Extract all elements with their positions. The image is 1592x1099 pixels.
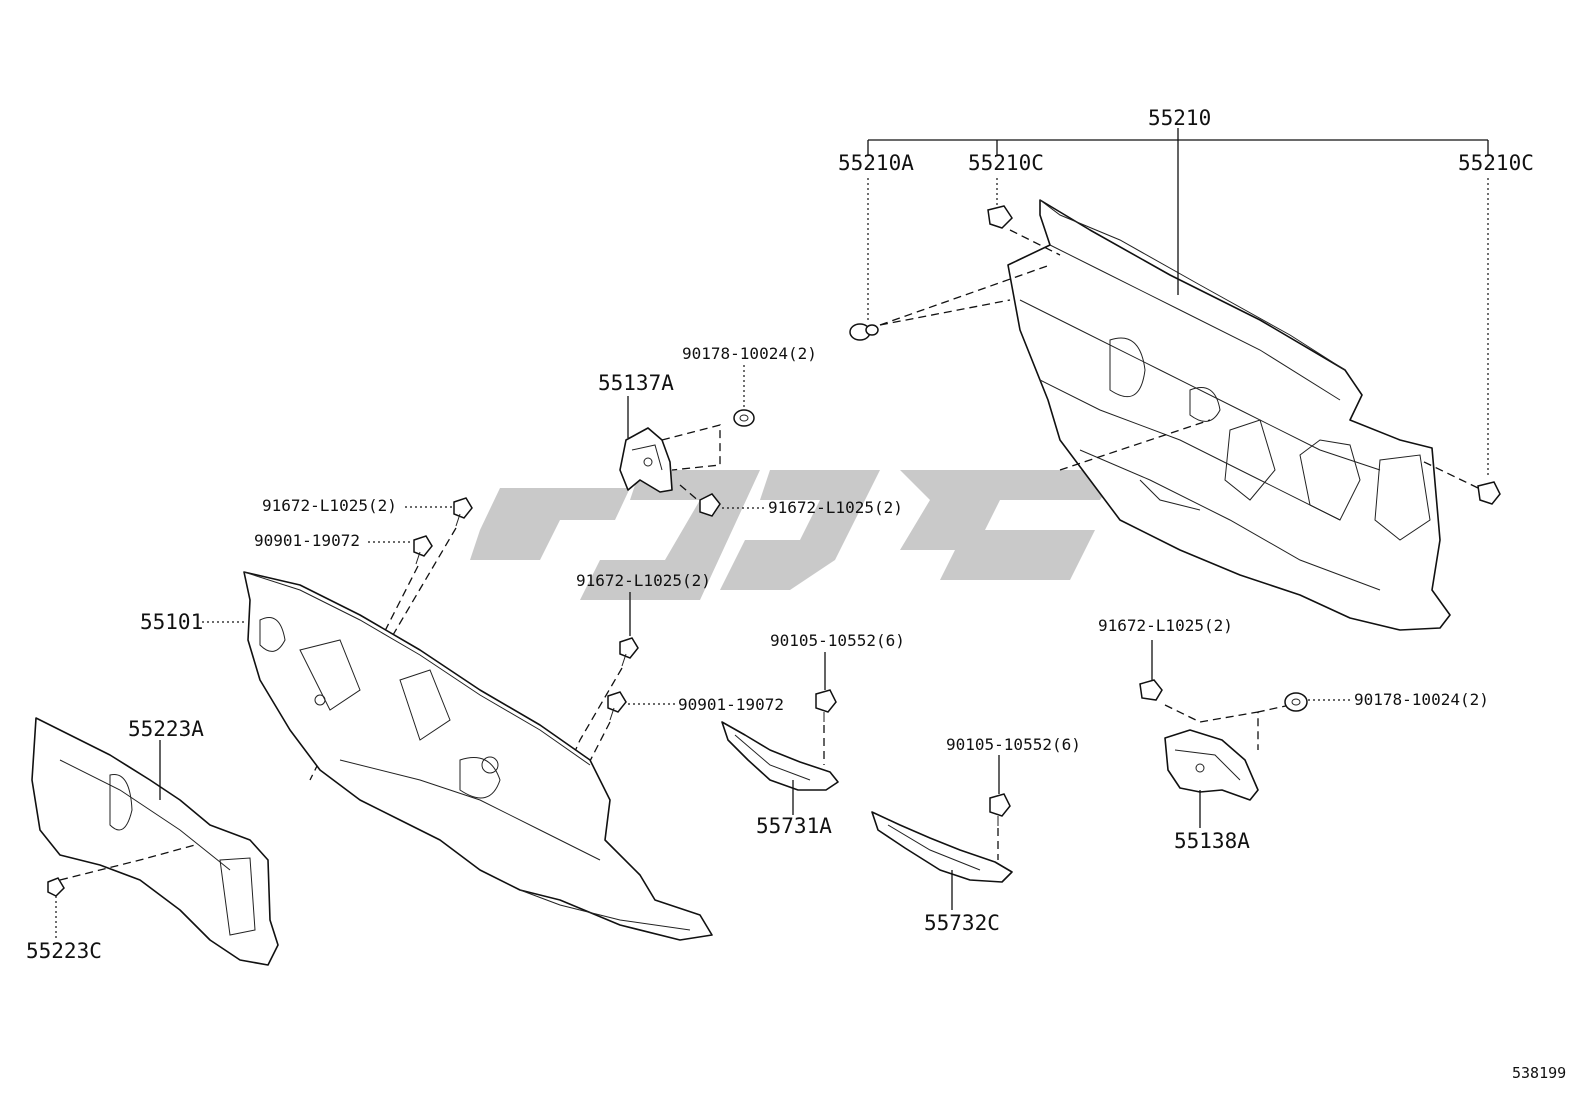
clip-55210C-left-icon bbox=[987, 205, 1013, 229]
label-55138A: 55138A bbox=[1174, 829, 1250, 853]
label-55732C: 55732C bbox=[924, 911, 1000, 935]
bolt-90901-mid-icon bbox=[607, 691, 675, 721]
label-55223A: 55223A bbox=[128, 717, 204, 741]
label-91672-right: 91672-L1025(2) bbox=[1098, 616, 1233, 635]
label-90178-right: 90178-10024(2) bbox=[1354, 690, 1489, 709]
label-55223C: 55223C bbox=[26, 939, 102, 963]
insulator-55223A bbox=[31, 717, 279, 966]
label-91672-left: 91672-L1025(2) bbox=[262, 496, 397, 515]
label-90178-top: 90178-10024(2) bbox=[682, 344, 817, 363]
leaders-55210 bbox=[867, 128, 1489, 489]
bolt-90105-b-icon bbox=[989, 755, 1011, 860]
bracket-55138A bbox=[1164, 704, 1291, 828]
labels: 55210 55210A 55210C 55210C 90178-10024(2… bbox=[26, 106, 1566, 1082]
label-55210A: 55210A bbox=[838, 151, 914, 175]
label-90901-left: 90901-19072 bbox=[254, 531, 360, 550]
label-90901-mid: 90901-19072 bbox=[678, 695, 784, 714]
label-90105-b: 90105-10552(6) bbox=[946, 735, 1081, 754]
label-55210C-left: 55210C bbox=[968, 151, 1044, 175]
label-55210C-right: 55210C bbox=[1458, 151, 1534, 175]
bolt-91672-mid-icon bbox=[619, 592, 639, 667]
label-91672-mid: 91672-L1025(2) bbox=[576, 571, 711, 590]
figure-number: 538199 bbox=[1512, 1064, 1566, 1082]
bolt-90105-a-icon bbox=[815, 652, 837, 765]
watermark-logo bbox=[470, 470, 1120, 600]
bolt-90901-left-icon bbox=[368, 535, 433, 565]
bracket-55137A bbox=[619, 396, 721, 493]
nut-90178-top-icon bbox=[733, 365, 755, 427]
brace-55731A bbox=[721, 721, 839, 815]
bolt-91672-left-icon bbox=[405, 497, 473, 527]
bolt-91672-right-icon bbox=[1139, 640, 1163, 701]
clip-55210A-icon bbox=[849, 323, 879, 341]
cowl-top-panel-55210 bbox=[1007, 199, 1451, 631]
label-55210: 55210 bbox=[1148, 106, 1211, 130]
clip-55223C-icon bbox=[47, 877, 65, 940]
brace-55732C bbox=[871, 811, 1013, 910]
nut-90178-right-icon bbox=[1284, 692, 1350, 712]
label-55101: 55101 bbox=[140, 610, 203, 634]
dash-panel-55101 bbox=[202, 571, 713, 941]
label-91672-top: 91672-L1025(2) bbox=[768, 498, 903, 517]
label-90105-a: 90105-10552(6) bbox=[770, 631, 905, 650]
label-55731A: 55731A bbox=[756, 814, 832, 838]
clip-55210C-right-icon bbox=[1477, 481, 1501, 505]
label-55137A: 55137A bbox=[598, 371, 674, 395]
bolt-91672-top-icon bbox=[679, 484, 765, 517]
